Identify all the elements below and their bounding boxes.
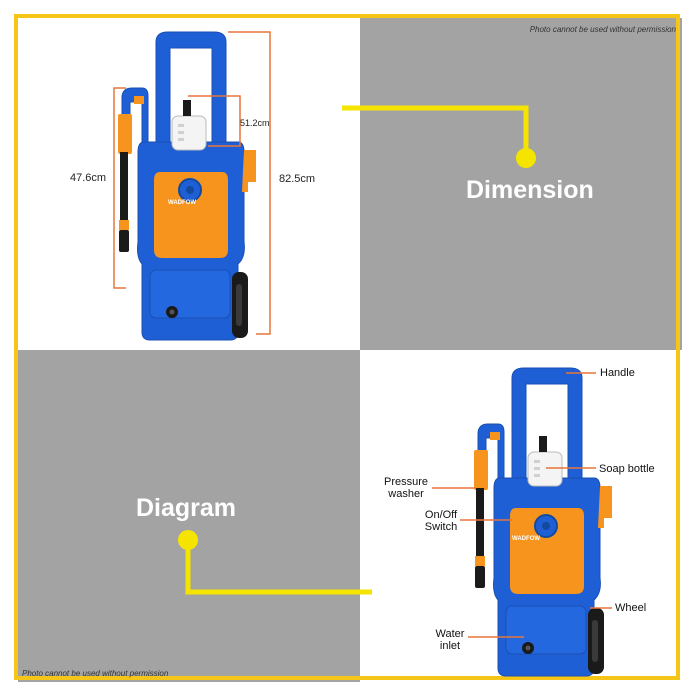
dimension-panel [360, 18, 682, 350]
diagram-title: Diagram [136, 494, 237, 522]
label-onoff-switch: On/Off Switch [420, 509, 462, 533]
brand-logo-top: WADFOW [168, 200, 196, 206]
label-pressure-washer-line1: Pressure [384, 476, 429, 488]
label-pressure-washer: Pressure washer [384, 476, 428, 500]
dimension-title: Dimension [466, 176, 594, 204]
pressure-washer-image-top [117, 31, 257, 341]
connector-dot-bottom [178, 530, 198, 550]
connector-lines [185, 105, 529, 595]
callout-lines [432, 372, 612, 638]
watermark-bottom: Photo cannot be used without permission [22, 669, 169, 678]
label-onoff-line2: Switch [424, 521, 458, 533]
dimension-lines [113, 31, 271, 335]
label-pressure-washer-line2: washer [388, 488, 424, 500]
label-onoff-line1: On/Off [424, 509, 458, 521]
label-water-inlet-line2: inlet [439, 640, 461, 652]
label-wheel: Wheel [615, 602, 647, 614]
diagram-panel [18, 350, 360, 682]
dim-total-height: 82.5cm [279, 173, 316, 185]
dim-bottle: 51.2cm [240, 118, 270, 128]
connector-dot-top [516, 148, 536, 168]
label-soap-bottle: Soap bottle [599, 463, 655, 475]
dim-gun-height: 47.6cm [70, 172, 107, 184]
label-water-inlet-line1: Water [435, 628, 465, 640]
yellow-frame [14, 14, 680, 680]
watermark-top: Photo cannot be used without permission [529, 25, 676, 34]
pressure-washer-image-bottom [473, 367, 613, 677]
label-water-inlet: Water inlet [432, 628, 468, 652]
label-handle: Handle [600, 367, 635, 379]
brand-logo-bottom: WADFOW [512, 536, 540, 542]
